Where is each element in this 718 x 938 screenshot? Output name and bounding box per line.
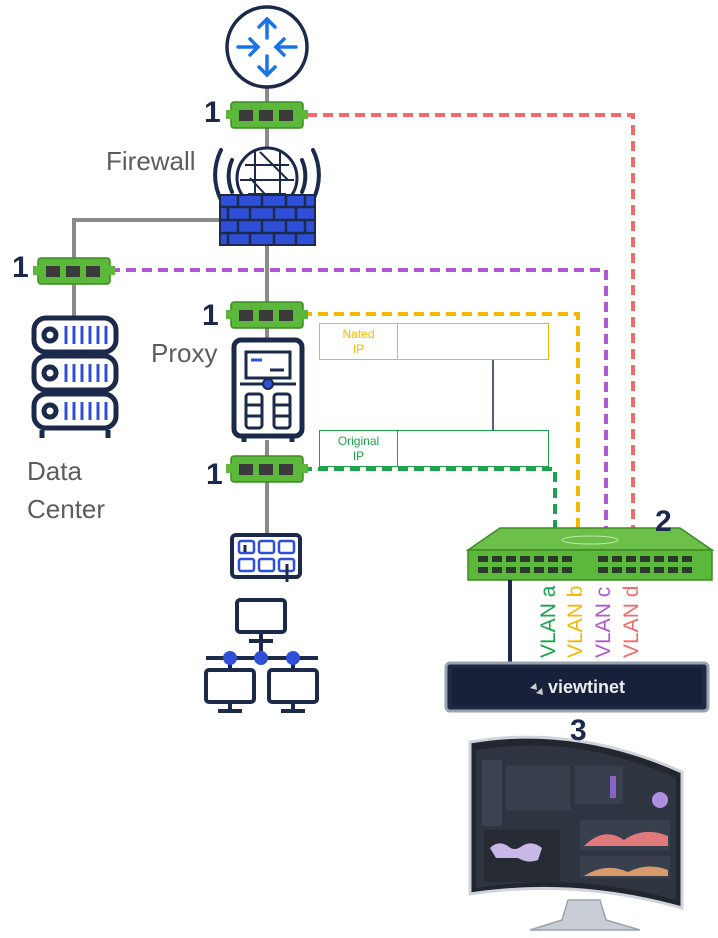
vlan-c-label: VLAN c <box>592 586 615 658</box>
nated-ip-line1: Nated <box>342 326 375 341</box>
firewall-label: Firewall <box>106 146 196 176</box>
vlan-b-label: VLAN b <box>564 585 587 658</box>
viewtinet-appliance-icon <box>444 661 710 713</box>
tap-number: 1 <box>202 299 219 332</box>
nated-ip-line2: IP <box>352 341 365 356</box>
appliance-step-number: 3 <box>570 714 587 747</box>
original-ip-line2: IP <box>352 448 365 463</box>
router-icon <box>225 5 309 89</box>
appliance-brand: viewtinet <box>548 677 626 697</box>
tap-device <box>33 257 115 285</box>
switch-step-number: 2 <box>655 505 672 538</box>
vlan-lines <box>110 113 635 530</box>
firewall-icon <box>213 146 321 246</box>
tap-number: 1 <box>206 458 223 491</box>
vlan-d-line <box>307 113 635 530</box>
vlan-b-line <box>302 312 580 530</box>
data-center-label-line2: Center <box>27 494 106 524</box>
vlan-a-line <box>302 467 557 530</box>
vlan-c-line <box>110 268 608 530</box>
original-ip-line1: Original <box>337 433 380 448</box>
tap-device <box>226 301 308 329</box>
proxy-label: Proxy <box>151 338 218 368</box>
tap-device <box>226 101 308 129</box>
tap-number: 1 <box>204 96 221 129</box>
vlan-a-label: VLAN a <box>537 585 560 658</box>
tap-number: 1 <box>12 251 29 284</box>
data-center-label-line1: Data <box>27 456 82 486</box>
monitor-dashboard-icon <box>468 735 684 931</box>
proxy-server-icon <box>231 337 305 442</box>
server-rack-icon <box>31 315 119 438</box>
network-switch-icon <box>230 533 302 582</box>
vlan-d-label: VLAN d <box>620 585 643 658</box>
backbone-lines <box>72 88 269 535</box>
lan-computers-icon <box>204 598 319 713</box>
tap-device <box>226 455 308 483</box>
packet-broker-icon <box>465 527 715 581</box>
